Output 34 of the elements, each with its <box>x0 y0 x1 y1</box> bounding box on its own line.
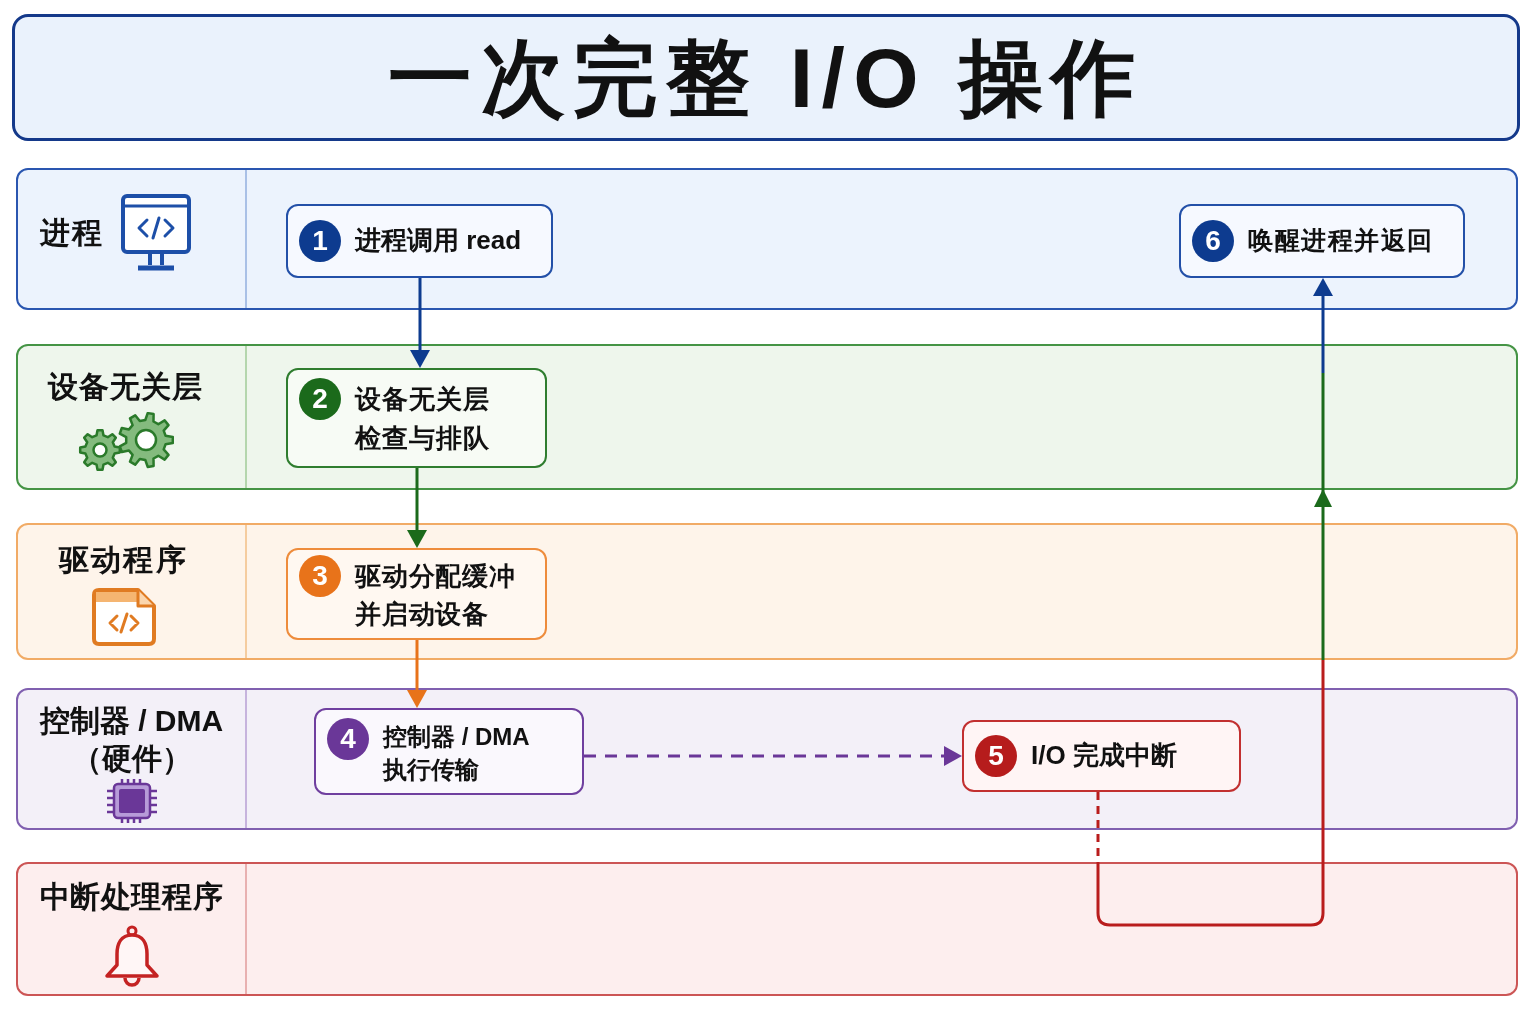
swimlane <box>16 523 1518 660</box>
step-box <box>1179 204 1465 278</box>
step-number: 1 <box>299 220 341 262</box>
step-box <box>286 368 547 468</box>
arrow <box>584 746 962 766</box>
arrow <box>407 640 427 708</box>
lane-title: 控制器 / DMA（硬件） <box>38 703 225 777</box>
step-box <box>286 548 547 640</box>
step-box <box>962 720 1241 792</box>
step-box <box>314 708 584 795</box>
step-label: 唤醒进程并返回 <box>1248 225 1434 256</box>
step-number: 4 <box>327 717 369 760</box>
arrow <box>1096 278 1333 927</box>
lane-title: 中断处理程序 <box>39 879 224 915</box>
swimlane <box>16 344 1518 490</box>
step-label: 控制器 / DMA执行传输 <box>383 721 531 785</box>
step-label: 驱动分配缓冲并启动设备 <box>355 560 517 631</box>
step-box <box>286 204 553 278</box>
step-number: 6 <box>1192 220 1234 262</box>
step-label: I/O 完成中断 <box>1031 739 1177 772</box>
step-number: 2 <box>299 378 341 420</box>
lane-title: 进程 <box>40 215 104 251</box>
step-label: 设备无关层检查与排队 <box>355 383 492 455</box>
swimlane <box>16 688 1518 830</box>
lane-title: 设备无关层 <box>47 369 204 405</box>
arrow <box>410 278 430 368</box>
step-number: 3 <box>299 555 341 597</box>
arrow <box>407 468 427 548</box>
swimlane <box>16 862 1518 996</box>
swimlane <box>16 168 1518 310</box>
step-number: 5 <box>975 735 1017 777</box>
step-label: 进程调用 read <box>355 224 522 257</box>
lane-title: 驱动程序 <box>58 542 189 578</box>
title: 一次完整 I/O 操作 <box>388 35 1144 120</box>
